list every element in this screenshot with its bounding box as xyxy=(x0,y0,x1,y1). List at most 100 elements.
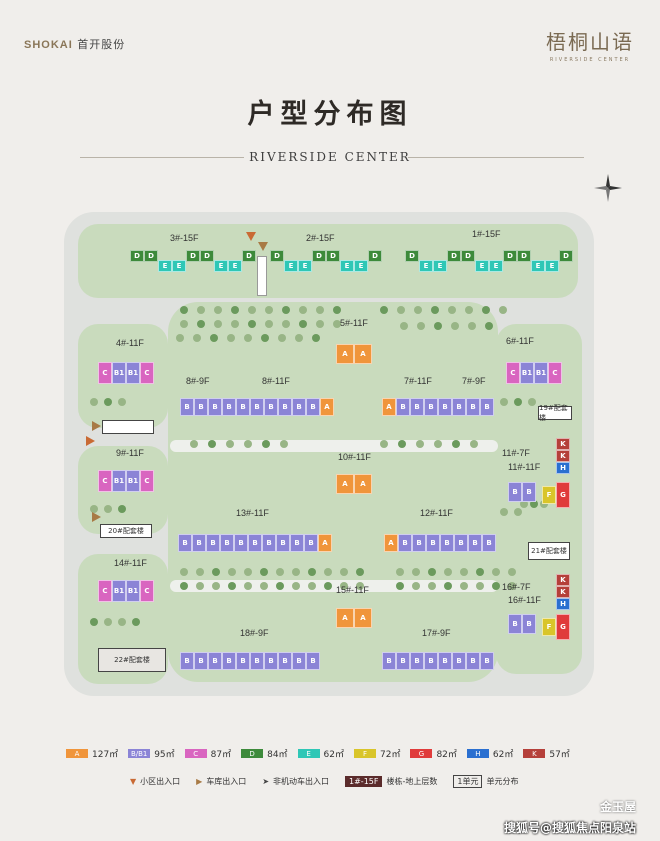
tree-icon xyxy=(444,582,452,590)
unit-b: B xyxy=(292,398,306,416)
legend-area: 84㎡ xyxy=(267,750,288,760)
building-label-8: 8#-9F xyxy=(186,376,210,386)
tree-icon xyxy=(196,582,204,590)
building-label-17: 17#-9F xyxy=(422,628,451,638)
unit-b: B xyxy=(264,398,278,416)
legend-floor-label: 楼栋-地上层数 xyxy=(386,777,438,786)
tree-icon xyxy=(434,322,442,330)
tree-icon xyxy=(340,568,348,576)
unit-e: E xyxy=(433,260,447,272)
building-label-6: 6#-11F xyxy=(506,336,534,346)
unit-b: B xyxy=(278,652,292,670)
legend-garage: ▶ 车库出入口 xyxy=(196,776,246,787)
tree-icon xyxy=(414,306,422,314)
unit-b: B xyxy=(382,652,396,670)
unit-c: C xyxy=(140,580,154,602)
unit-d: D xyxy=(368,250,382,262)
tree-icon xyxy=(452,440,460,448)
tree-icon xyxy=(180,582,188,590)
tree-icon xyxy=(514,398,522,406)
unit-f: F xyxy=(542,486,556,504)
unit-k: K xyxy=(556,438,570,450)
unit-a: A xyxy=(320,398,334,416)
unit-d: D xyxy=(326,250,340,262)
tree-icon xyxy=(476,568,484,576)
garage-marker xyxy=(258,242,268,251)
unit-b: B xyxy=(194,652,208,670)
unit-d: D xyxy=(270,250,284,262)
tree-icon xyxy=(434,440,442,448)
unit-e: E xyxy=(214,260,228,272)
tree-icon xyxy=(508,568,516,576)
tree-icon xyxy=(492,568,500,576)
tree-icon xyxy=(118,618,126,626)
unit-b: B xyxy=(208,398,222,416)
unit-a: A xyxy=(354,608,372,628)
tree-icon xyxy=(485,322,493,330)
unit-g: G xyxy=(556,482,570,508)
unit-d: D xyxy=(503,250,517,262)
unit-b: B xyxy=(424,398,438,416)
unit-c: C xyxy=(98,580,112,602)
unit-b: B xyxy=(398,534,412,552)
unit-d: D xyxy=(200,250,214,262)
tree-icon xyxy=(333,320,341,328)
tree-icon xyxy=(280,440,288,448)
unit-b: B xyxy=(234,534,248,552)
tree-icon xyxy=(470,440,478,448)
page-title: 户型分布图 xyxy=(247,99,413,130)
legend-area: 72㎡ xyxy=(380,750,401,760)
tree-icon xyxy=(431,306,439,314)
tree-icon xyxy=(299,320,307,328)
tree-icon xyxy=(228,568,236,576)
unit-e: E xyxy=(531,260,545,272)
legend-swatch: G xyxy=(410,749,433,758)
unit-d: D xyxy=(144,250,158,262)
tree-icon xyxy=(180,306,188,314)
unit-d: D xyxy=(405,250,419,262)
unit-b: B xyxy=(452,398,466,416)
unit-b: B xyxy=(206,534,220,552)
tree-icon xyxy=(292,568,300,576)
building-13: B B B B B B B B B B A xyxy=(178,534,332,552)
unit-b: B xyxy=(480,398,494,416)
tree-icon xyxy=(500,508,508,516)
unit-b: B xyxy=(468,534,482,552)
project-brand: 梧桐山语 RIVERSIDE CENTER xyxy=(546,26,634,63)
divider-left xyxy=(80,157,244,158)
unit-b: B xyxy=(262,534,276,552)
legend-area: 82㎡ xyxy=(436,750,457,760)
unit-b: B xyxy=(522,614,536,634)
legend-swatch: F xyxy=(354,749,376,758)
building-label-16a: 16#-7F xyxy=(502,582,531,592)
unit-k: K xyxy=(556,574,570,586)
unit-d: D xyxy=(242,250,256,262)
legend-unit-label: 单元分布 xyxy=(486,777,519,786)
unit-c: C xyxy=(140,470,154,492)
garage-marker xyxy=(92,512,101,522)
developer-name: 首开股份 xyxy=(77,38,126,51)
tree-icon xyxy=(299,306,307,314)
unit-a: A xyxy=(384,534,398,552)
unit-e: E xyxy=(340,260,354,272)
unit-e: E xyxy=(284,260,298,272)
project-name: 梧桐山语 xyxy=(546,30,634,54)
tree-icon xyxy=(340,582,348,590)
tree-icon xyxy=(265,306,273,314)
tree-icon xyxy=(214,320,222,328)
unit-b: B xyxy=(424,652,438,670)
tree-icon xyxy=(261,334,269,342)
unit-b: B xyxy=(304,534,318,552)
tree-icon xyxy=(540,500,548,508)
entrance-marker xyxy=(246,232,256,241)
tree-icon xyxy=(244,334,252,342)
garage-marker xyxy=(92,421,101,431)
tree-icon xyxy=(214,306,222,314)
facility-placeholder xyxy=(102,420,154,434)
tree-icon xyxy=(197,306,205,314)
unit-b: B xyxy=(178,534,192,552)
